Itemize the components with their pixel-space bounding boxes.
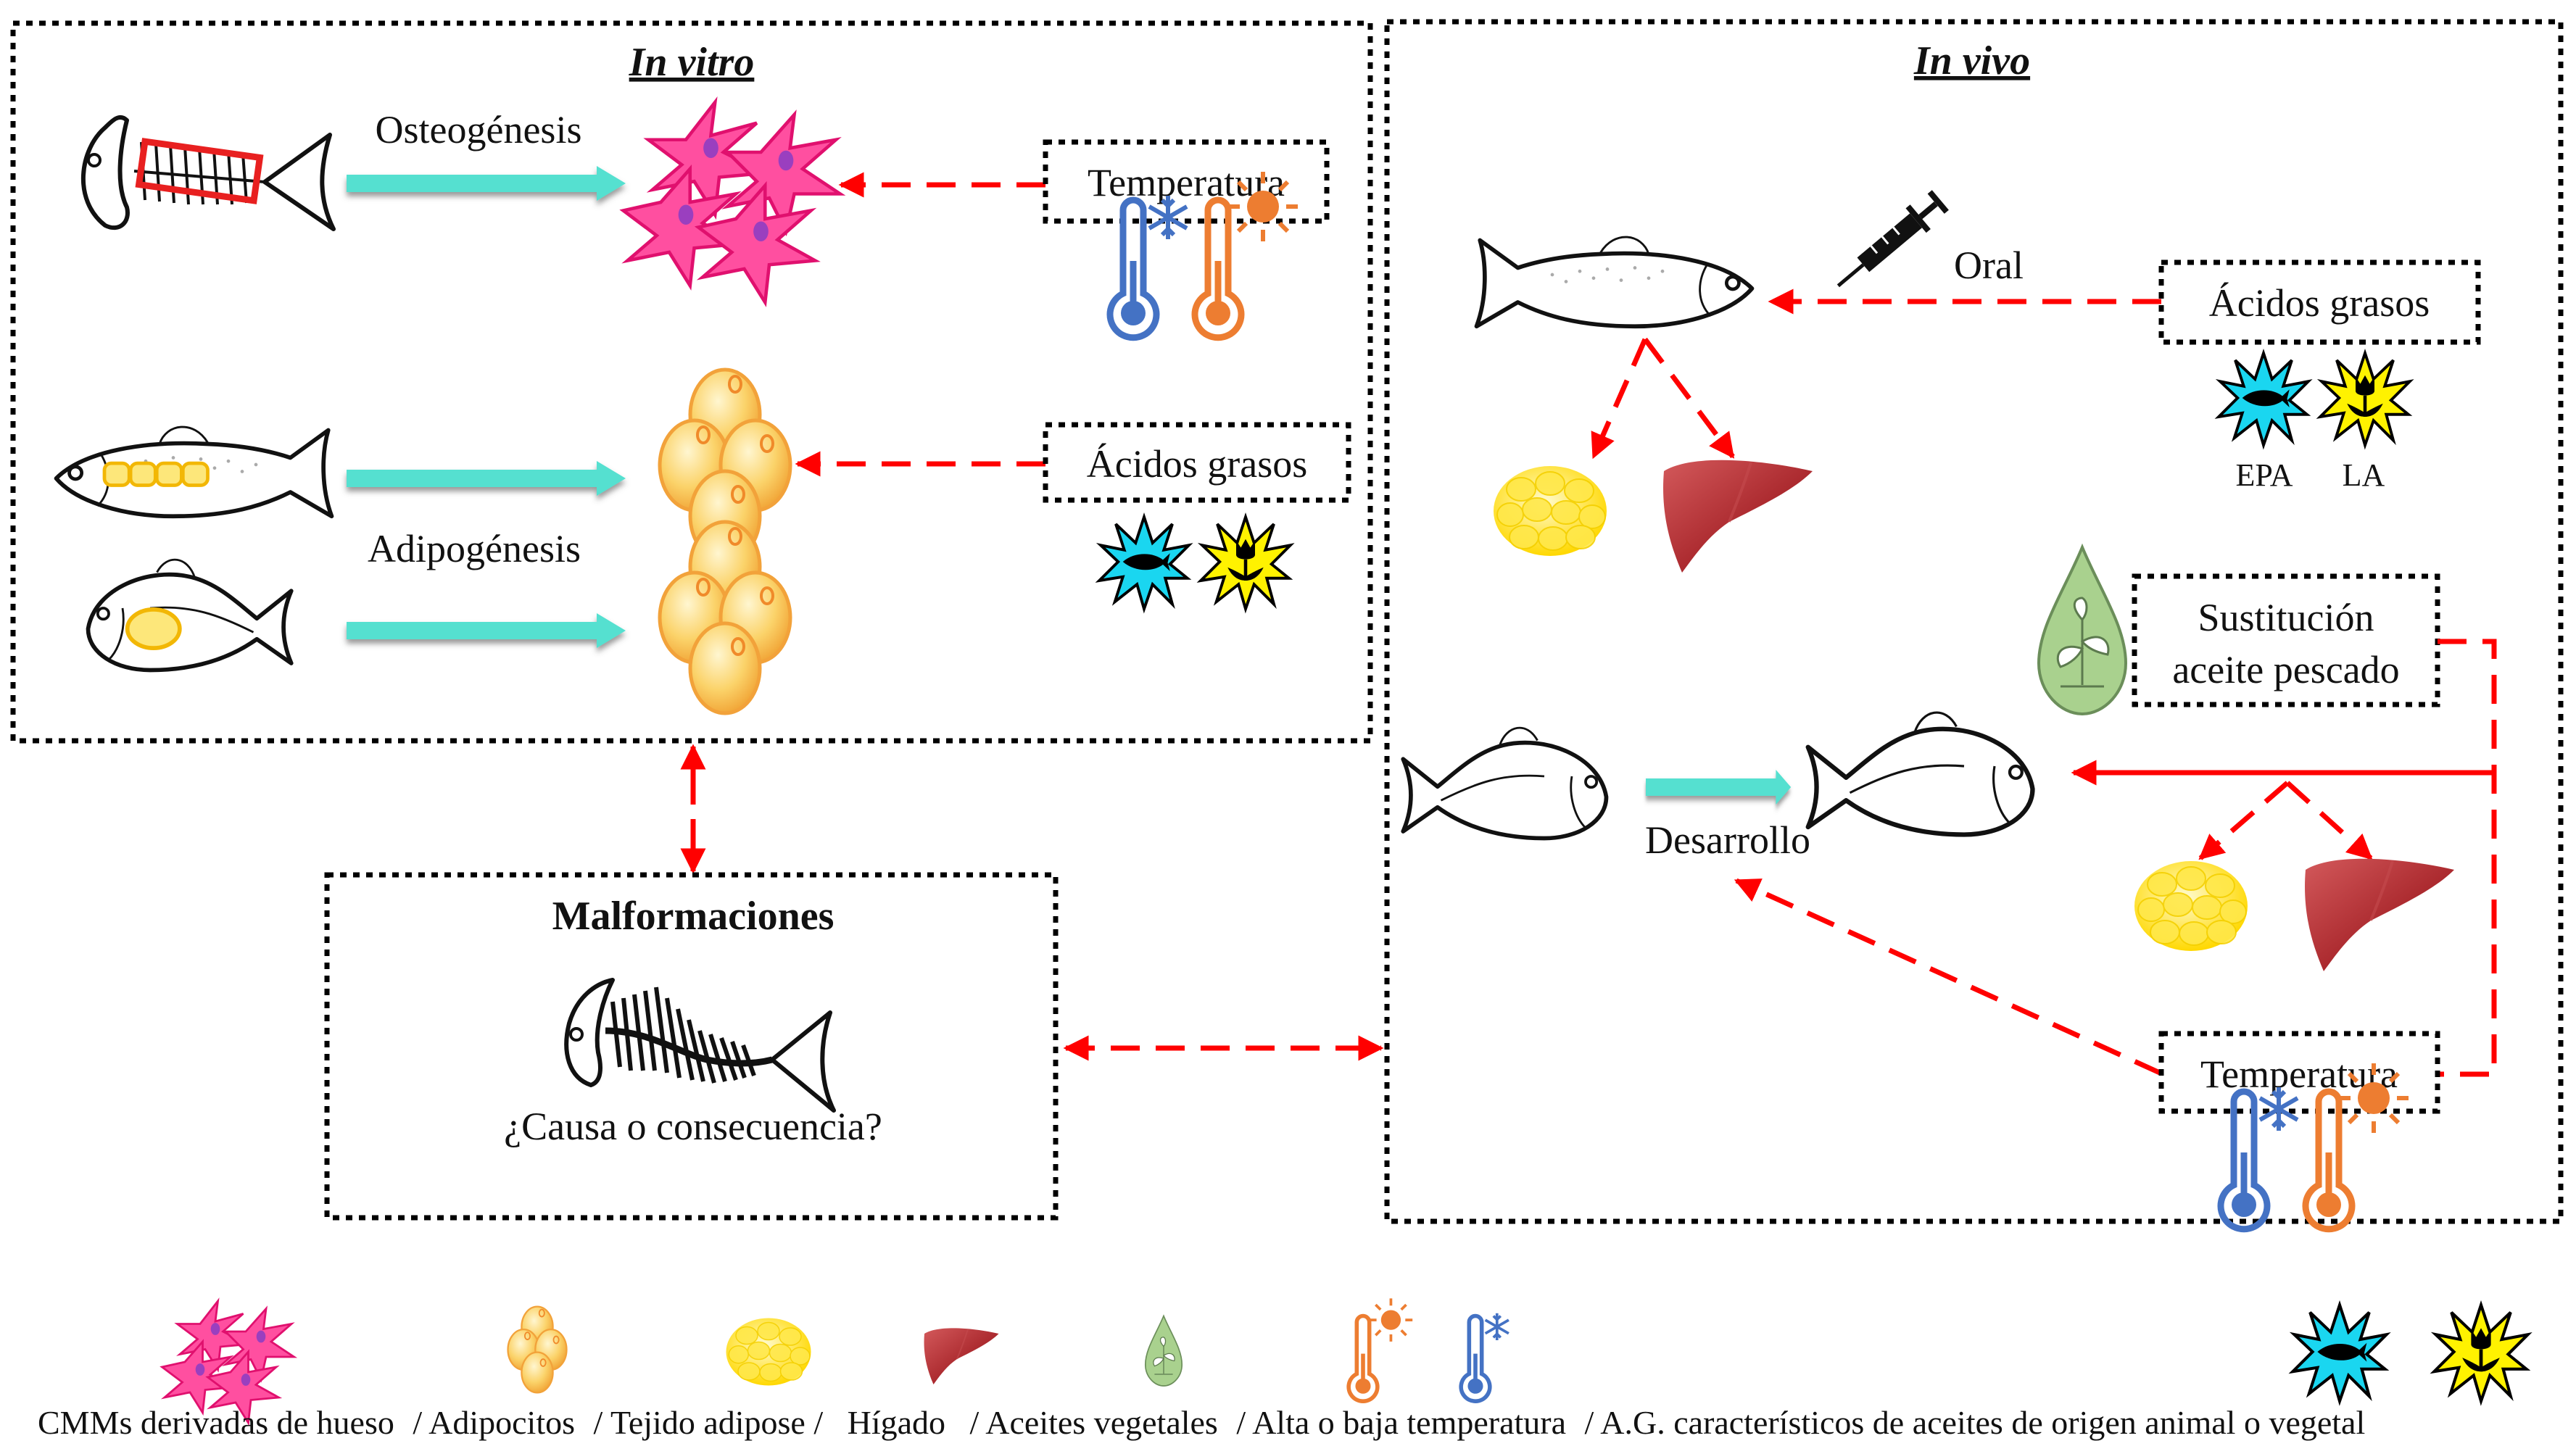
in-vitro-fatty-acids-label: Ácidos grasos: [1087, 442, 1307, 486]
fish-skeleton-bone-region-icon: [81, 115, 336, 231]
juvenile-bream-icon: [1403, 728, 1606, 838]
substitution-temperature-bracket: [2438, 639, 2497, 1077]
legend-label-adipose: / Tejido adipose /: [594, 1404, 824, 1441]
legend-epa-starburst-icon: [2293, 1305, 2386, 1401]
legend-label-cells: CMMs derivadas de hueso: [38, 1404, 394, 1441]
legend-label-fatty-acids: / A.G. característicos de aceites de ori…: [1585, 1404, 2366, 1441]
adipocytes-icon-bream: [660, 522, 790, 713]
in-vivo-temperature-box: [2158, 1031, 2440, 1114]
legend-adipose-icon: [725, 1317, 812, 1387]
in-vivo-panel: In vivo Oral Ácidos grasos EPA LA Sustit…: [1384, 19, 2564, 1229]
adult-bream-icon: [1808, 713, 2033, 834]
legend-label-adipocytes: / Adipocitos: [413, 1404, 575, 1441]
in-vivo-title: In vivo: [1913, 38, 2030, 83]
adipogenesis-label: Adipogénesis: [368, 527, 581, 570]
bream-to-liver-arrow: [2285, 781, 2373, 860]
development-arrow: [1646, 770, 1791, 805]
malformations-panel: Malformaciones ¿Causa o consecuencia?: [324, 872, 1059, 1221]
legend-vegetable-oil-icon: [1144, 1315, 1183, 1387]
malformations-title: Malformaciones: [552, 894, 834, 939]
cause-or-consequence-question: ¿Causa o consecuencia?: [504, 1105, 882, 1148]
bream-to-adipose-arrow: [2198, 781, 2290, 860]
adipogenesis-arrow-trout: [347, 461, 626, 496]
sea-bream-with-fat-icon: [88, 560, 291, 670]
trout-with-fat-icon: [56, 427, 331, 516]
liver-icon-trout: [1662, 458, 1814, 574]
legend-cold-thermometer-icon: [1461, 1313, 1509, 1401]
cold-thermometer-icon-vivo: [2221, 1087, 2298, 1229]
la-vegetable-oil-starburst-icon: [1201, 517, 1291, 609]
adipogenesis-arrow-bream: [347, 613, 626, 648]
in-vitro-panel: In vitro Osteogénesis Temperatura: [10, 20, 1373, 744]
adipose-tissue-icon-bream: [2134, 860, 2248, 952]
la-label: LA: [2343, 457, 2385, 493]
in-vitro-frame: [10, 20, 1373, 744]
epa-fish-oil-starburst-icon: [1098, 515, 1190, 610]
cold-thermometer-icon: [1110, 196, 1187, 338]
oral-route-label: Oral: [1954, 244, 2024, 287]
legend-label-vegetable-oils: / Aceites vegetales: [970, 1404, 1218, 1441]
temperature-to-development-arrow: [1734, 878, 2163, 1076]
legend-label-liver: Hígado: [848, 1404, 945, 1441]
legend-la-starburst-icon: [2434, 1305, 2527, 1401]
osteogenesis-label: Osteogénesis: [376, 108, 582, 151]
in-vivo-fatty-acids-label: Ácidos grasos: [2209, 281, 2430, 325]
in-vitro-temperature-box: [1043, 139, 1330, 224]
trout-to-liver-arrow: [1643, 337, 1735, 459]
development-label: Desarrollo: [1645, 818, 1810, 862]
epa-label: EPA: [2235, 457, 2293, 493]
trout-icon: [1477, 237, 1752, 326]
vegetable-oil-drop-icon: [2037, 546, 2127, 715]
osteogenesis-arrow: [347, 166, 626, 201]
substitution-line1: Sustitución: [2198, 596, 2374, 639]
legend-adipocytes-icon: [507, 1305, 568, 1394]
legend-liver-icon: [923, 1327, 1000, 1385]
in-vivo-frame: [1384, 19, 2564, 1224]
substitution-line2: aceite pescado: [2172, 648, 2399, 691]
legend: CMMs derivadas de hueso / Adipocitos / T…: [38, 1298, 2528, 1441]
in-vitro-fatty-acids-box: [1043, 422, 1351, 503]
bone-derived-msc-cells-icon: [624, 102, 840, 302]
in-vivo-fatty-acids-box: [2158, 259, 2481, 345]
malformations-frame: [324, 872, 1059, 1221]
legend-caption: CMMs derivadas de hueso / Adipocitos / T…: [38, 1404, 2365, 1441]
legend-hot-thermometer-icon: [1349, 1298, 1412, 1401]
liver-icon-bream: [2303, 857, 2456, 973]
legend-label-temperature: / Alta o baja temperatura: [1236, 1404, 1566, 1441]
epa-starburst-icon: [2217, 352, 2310, 446]
in-vitro-title: In vitro: [629, 40, 755, 85]
deformed-fish-skeleton-icon: [564, 978, 836, 1113]
adipose-tissue-icon-trout: [1493, 465, 1607, 557]
trout-to-adipose-arrow: [1591, 338, 1648, 460]
syringe-icon: [1836, 190, 1949, 288]
la-starburst-icon: [2320, 353, 2410, 445]
